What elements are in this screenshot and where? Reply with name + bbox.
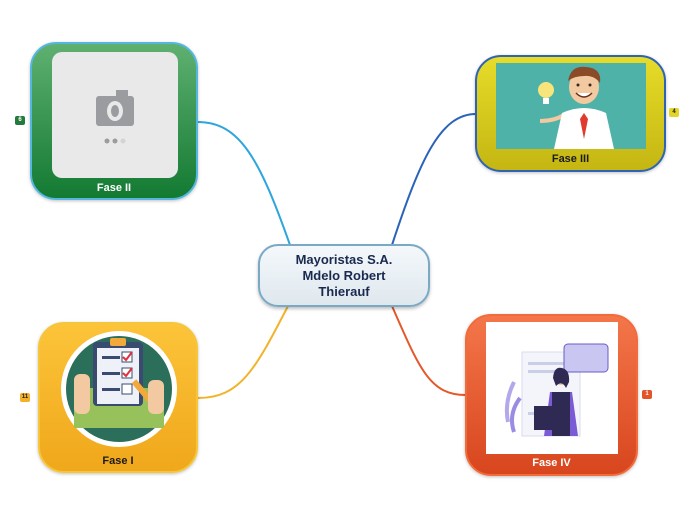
connector-fase4	[391, 305, 467, 396]
topic-fase-ii[interactable]: Fase II	[30, 42, 198, 200]
connector-fase3	[391, 113, 477, 246]
central-topic[interactable]: Mayoristas S.A. Mdelo Robert Thierauf	[258, 244, 430, 307]
camera-placeholder-icon	[52, 52, 178, 178]
fase-iv-count-badge[interactable]: 1	[642, 390, 652, 399]
fase-i-label: Fase I	[102, 455, 134, 467]
checklist-clipboard-illustration	[60, 330, 178, 448]
fase-i-count-badge[interactable]: 11	[20, 393, 30, 402]
fase-iii-count-badge[interactable]: 4	[669, 108, 679, 117]
woman-presentation-illustration	[486, 322, 618, 454]
connector-fase1	[197, 305, 289, 399]
fase-ii-label: Fase II	[96, 182, 132, 194]
fase-iv-label: Fase IV	[532, 457, 571, 469]
fase-ii-count-badge[interactable]: 6	[15, 116, 25, 125]
central-topic-line-2: Mdelo Robert	[302, 267, 386, 283]
connector-fase2	[197, 121, 291, 246]
fase-iii-label: Fase III	[551, 153, 590, 165]
topic-fase-i[interactable]: Fase I	[38, 322, 198, 473]
central-topic-line-3: Thierauf	[318, 283, 370, 299]
businessman-idea-illustration	[496, 63, 646, 149]
topic-fase-iii[interactable]: Fase III	[475, 55, 666, 172]
topic-fase-iv[interactable]: Fase IV	[465, 314, 638, 476]
central-topic-line-1: Mayoristas S.A.	[295, 251, 393, 267]
